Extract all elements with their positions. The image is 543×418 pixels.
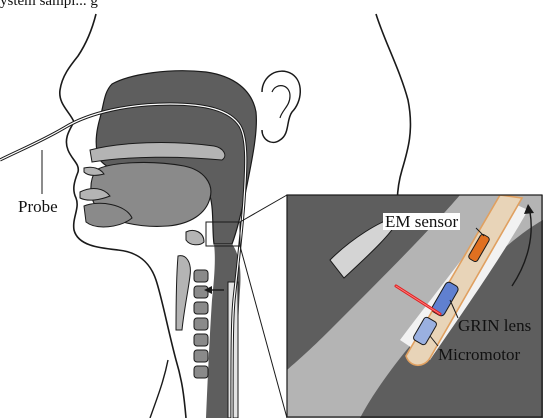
- ear-shape: [262, 71, 300, 142]
- probe-label: Probe: [18, 198, 58, 215]
- inset-connector-top: [240, 195, 287, 222]
- epiglottis: [186, 230, 204, 244]
- inset-connector-bottom: [240, 246, 287, 418]
- vertebrae: [194, 270, 208, 378]
- larynx: [176, 256, 190, 330]
- neck-front-outline: [150, 360, 168, 418]
- em-sensor-label: EM sensor: [383, 213, 460, 230]
- grin-lens-label: GRIN lens: [458, 317, 543, 334]
- micromotor-label: Micromotor: [438, 346, 520, 363]
